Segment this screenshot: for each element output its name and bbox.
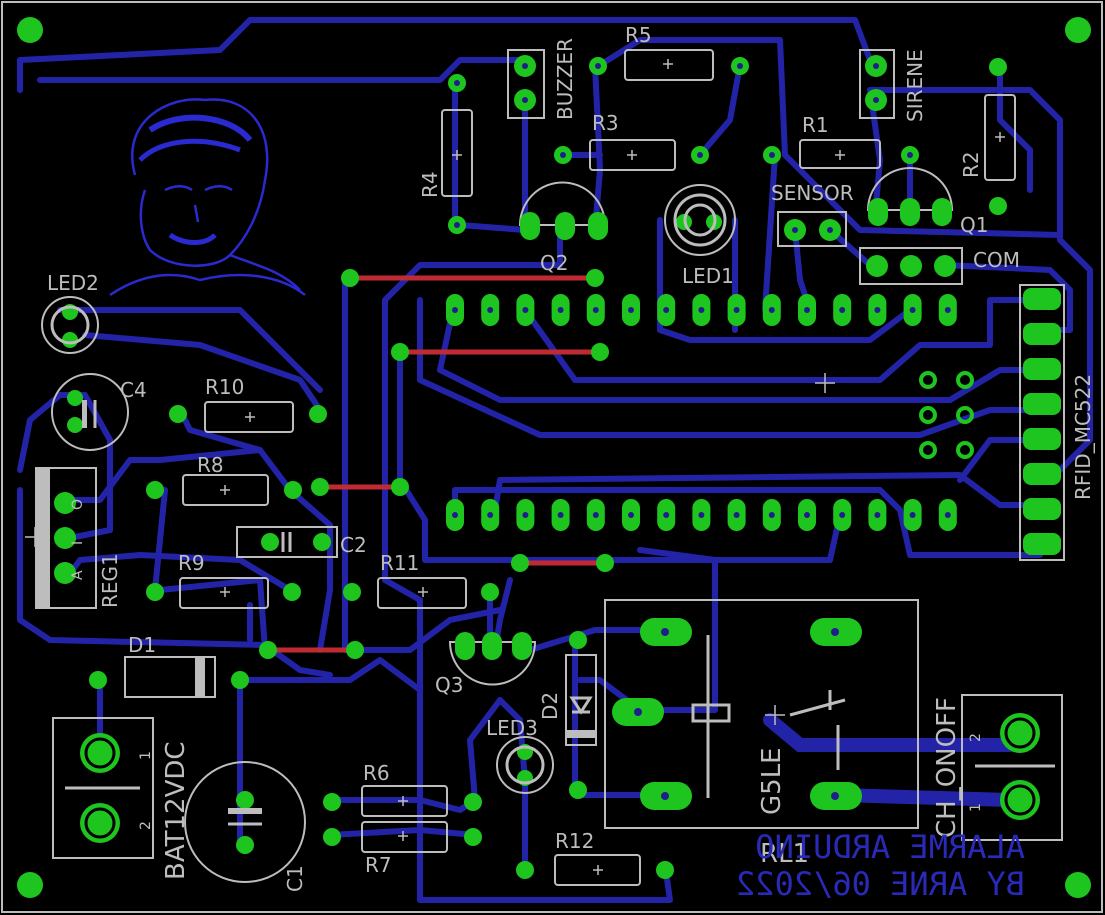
drill-hole [839, 307, 846, 313]
drill-hole [663, 512, 670, 518]
copper-traces [17, 17, 1093, 903]
label-r11: R11 [380, 551, 419, 575]
label-r9: R9 [178, 551, 205, 575]
label-r5: R5 [625, 23, 652, 47]
bat-pin-2: 2 [138, 821, 154, 830]
component-labels: BUZZER SIRENE R5 R4 R3 R1 R2 SENSOR Q1 Q… [47, 23, 1095, 903]
label-com: COM [973, 248, 1020, 272]
label-r6: R6 [363, 761, 390, 785]
drill-hole [874, 307, 881, 313]
drill-hole [592, 512, 599, 518]
drill-hole [487, 307, 494, 313]
drill-hole [909, 307, 916, 313]
ch-pin-2: 2 [968, 733, 984, 742]
label-led3: LED3 [486, 716, 538, 740]
drill-hole [698, 512, 705, 518]
label-led2: LED2 [47, 271, 99, 295]
label-ch: CH_ONOFF [932, 697, 962, 838]
label-buzzer: BUZZER [553, 38, 577, 120]
drill-hole [768, 307, 775, 313]
drill-hole [522, 307, 529, 313]
drill-hole [909, 512, 916, 518]
center-marks [25, 59, 1005, 875]
reg-pin-o: O [70, 499, 86, 510]
label-rl1: RL1 [760, 839, 809, 869]
footer-title: ALARME ARDUINO [755, 828, 1025, 866]
footer-author: BY ARNE 06/2022 [736, 865, 1025, 903]
drill-hole [733, 307, 740, 313]
icsp-pads [919, 371, 974, 459]
portrait-logo [109, 98, 306, 297]
drill-hole [839, 512, 846, 518]
drill-hole [733, 512, 740, 518]
label-c4: C4 [120, 378, 147, 402]
label-q2: Q2 [540, 251, 568, 275]
label-c1: C1 [283, 865, 307, 892]
drill-hole [628, 307, 634, 313]
drill-hole [944, 512, 951, 518]
drill-hole [698, 307, 705, 313]
drill-hole [768, 512, 775, 518]
label-led1: LED1 [682, 264, 734, 288]
power-traces [763, 713, 1017, 807]
drill-hole [628, 512, 634, 518]
ch-pin-1: 1 [968, 803, 984, 812]
drill-hole [592, 307, 599, 313]
drill-hole [663, 307, 670, 313]
drill-hole [452, 307, 458, 313]
label-r3: R3 [592, 111, 619, 135]
label-q1: Q1 [960, 213, 988, 237]
drill-hole [557, 512, 564, 518]
label-rfid: RFID_MC522 [1071, 374, 1095, 500]
drill-hole [487, 512, 494, 518]
label-r7: R7 [365, 853, 392, 877]
reg-pin-a: A [70, 570, 86, 580]
label-r12: R12 [555, 829, 594, 853]
drill-hole [522, 512, 529, 518]
drill-hole [874, 512, 881, 518]
jumper-wires [265, 275, 608, 653]
label-bat: BAT12VDC [161, 741, 191, 880]
bat-pin-1: 1 [138, 751, 154, 760]
label-r2: R2 [959, 151, 983, 178]
label-d2: D2 [538, 692, 562, 720]
label-r1: R1 [802, 113, 829, 137]
drill-hole [452, 512, 458, 518]
drill-holes [452, 63, 951, 800]
label-d1: D1 [128, 633, 156, 657]
label-g5le: G5LE [757, 747, 787, 815]
arduino-pads [446, 294, 957, 531]
drill-hole [557, 307, 564, 313]
component-symbols [36, 193, 1055, 839]
label-r8: R8 [197, 453, 224, 477]
drill-hole [804, 307, 810, 313]
label-reg1: REG1 [98, 553, 122, 608]
silkscreen [35, 49, 1065, 886]
label-r10: R10 [205, 375, 244, 399]
pads [17, 17, 1091, 898]
drill-hole [944, 307, 951, 313]
label-r4: R4 [418, 171, 442, 198]
label-c2: C2 [340, 533, 367, 557]
drill-hole [804, 512, 810, 518]
label-q3: Q3 [435, 673, 463, 697]
label-sirene: SIRENE [903, 49, 927, 122]
label-sensor: SENSOR [771, 181, 854, 205]
reg-pin-i: I [70, 541, 86, 545]
